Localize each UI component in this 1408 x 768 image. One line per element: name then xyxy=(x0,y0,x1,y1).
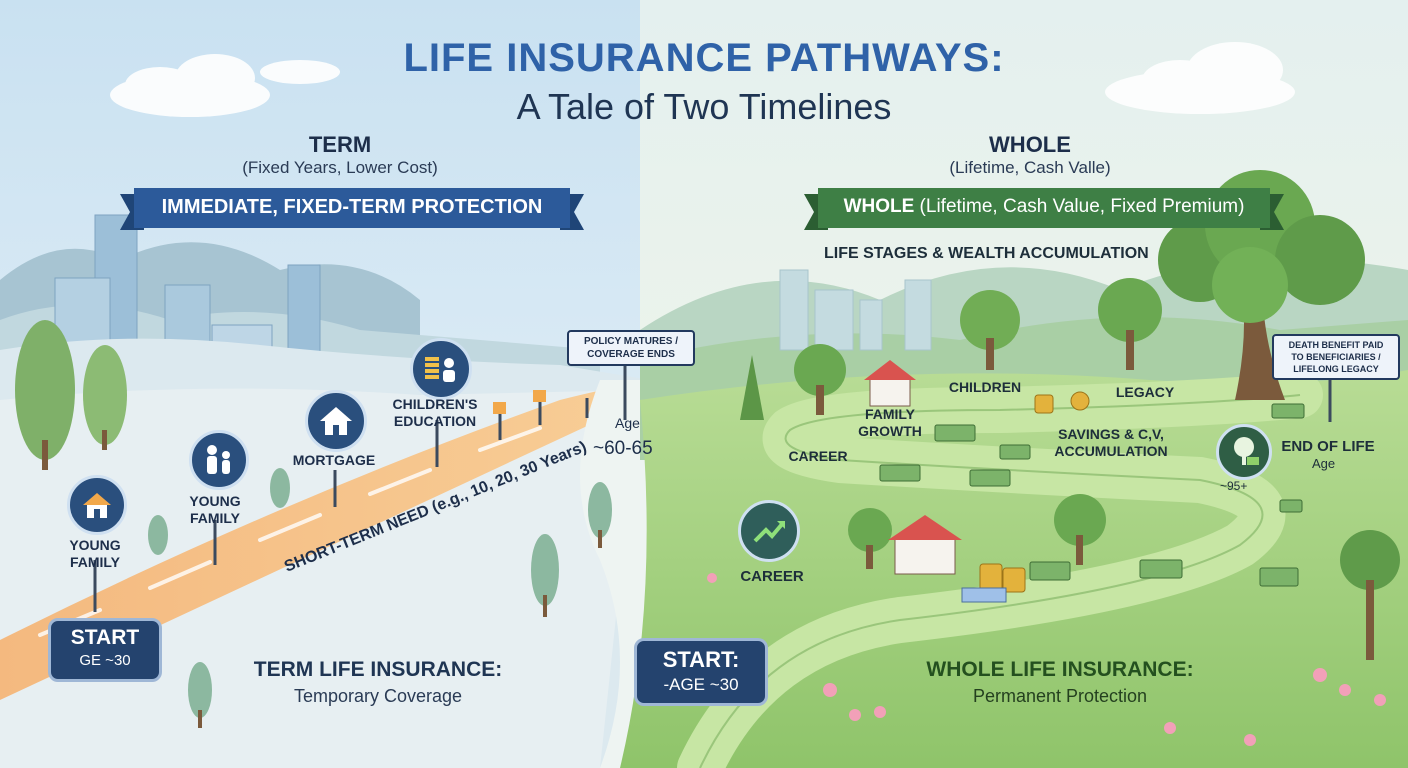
whole-ribbon-bold: WHOLE xyxy=(843,196,915,217)
trees-right xyxy=(740,278,1400,660)
whole-ribbon-label: WHOLE (Lifetime, Cash Value, Fixed Premi… xyxy=(818,196,1270,218)
page-title: LIFE INSURANCE PATHWAYS: xyxy=(403,36,1005,80)
whole-label-career: CAREER xyxy=(740,568,804,585)
term-age-value: ~60-65 xyxy=(593,438,653,459)
term-ribbon xyxy=(120,188,584,230)
whole-ribbon xyxy=(804,188,1284,230)
term-label-mortgage: MORTGAGE xyxy=(292,452,376,468)
mortgage-house-icon xyxy=(305,390,367,452)
term-label-young-family-2: YOUNG FAMILY xyxy=(189,493,241,526)
house-icon xyxy=(67,475,127,535)
term-heading: TERM xyxy=(308,132,372,157)
cloud-left xyxy=(110,54,340,117)
whole-label-age-95: ~95+ xyxy=(1220,479,1248,493)
term-label-education: CHILDREN'S EDUCATION xyxy=(392,396,478,429)
page-subtitle: A Tale of Two Timelines xyxy=(516,86,892,127)
money-stacks xyxy=(879,403,1305,587)
term-start-age: GE ~30 xyxy=(79,652,131,669)
whole-start-badge: START: -AGE ~30 xyxy=(634,638,768,706)
family-icon xyxy=(189,430,249,490)
whole-footer-subtitle: Permanent Protection xyxy=(972,686,1148,706)
cash-bundle xyxy=(961,587,1007,603)
trees-left xyxy=(15,320,612,728)
whole-ribbon-rest: (Lifetime, Cash Value, Fixed Premium) xyxy=(914,196,1245,217)
cloud-right xyxy=(1105,42,1295,114)
whole-label-legacy: LEGACY xyxy=(1115,384,1175,400)
whole-label-career-small: CAREER xyxy=(788,448,848,464)
term-subheading: (Fixed Years, Lower Cost) xyxy=(242,158,438,177)
term-start-label: START xyxy=(70,626,140,649)
whole-label-children: CHILDREN xyxy=(948,379,1022,395)
whole-start-age: -AGE ~30 xyxy=(663,675,739,694)
whole-subheading: (Lifetime, Cash Valle) xyxy=(949,158,1111,177)
whole-heading: WHOLE xyxy=(989,132,1071,157)
house-right-top xyxy=(864,360,916,407)
whole-footer-title: WHOLE LIFE INSURANCE: xyxy=(926,658,1194,681)
term-ribbon-label: IMMEDIATE, FIXED-TERM PROTECTION xyxy=(161,196,543,218)
education-icon xyxy=(410,338,472,400)
term-age-label: Age xyxy=(615,415,640,431)
growth-arrow-icon xyxy=(738,500,800,562)
whole-start-label: START: xyxy=(662,647,740,672)
term-start-badge: START GE ~30 xyxy=(48,618,162,682)
term-label-young-family-1: YOUNG FAMILY xyxy=(69,537,121,570)
city-right xyxy=(779,269,932,351)
term-markers xyxy=(93,365,627,612)
policy-matures-sign: POLICY MATURES / COVERAGE ENDS xyxy=(567,330,695,366)
life-stages-title: LIFE STAGES & WEALTH ACCUMULATION xyxy=(824,245,1149,262)
whole-label-end-age: Age xyxy=(1312,456,1336,471)
term-footer-subtitle: Temporary Coverage xyxy=(293,686,463,706)
term-footer-title: TERM LIFE INSURANCE: xyxy=(253,658,503,681)
whole-label-savings: SAVINGS & C,V, ACCUMULATION xyxy=(1054,426,1168,459)
death-benefit-sign: DEATH BENEFIT PAID TO BENEFICIARIES / LI… xyxy=(1272,334,1400,380)
flowers xyxy=(707,573,1386,746)
house-right-bottom xyxy=(888,515,962,575)
tree-money-icon xyxy=(1216,424,1272,480)
whole-label-family-growth: FAMILY GROWTH xyxy=(858,406,922,439)
term-road xyxy=(0,378,690,700)
whole-label-end-of-life: END OF LIFE xyxy=(1281,438,1375,455)
